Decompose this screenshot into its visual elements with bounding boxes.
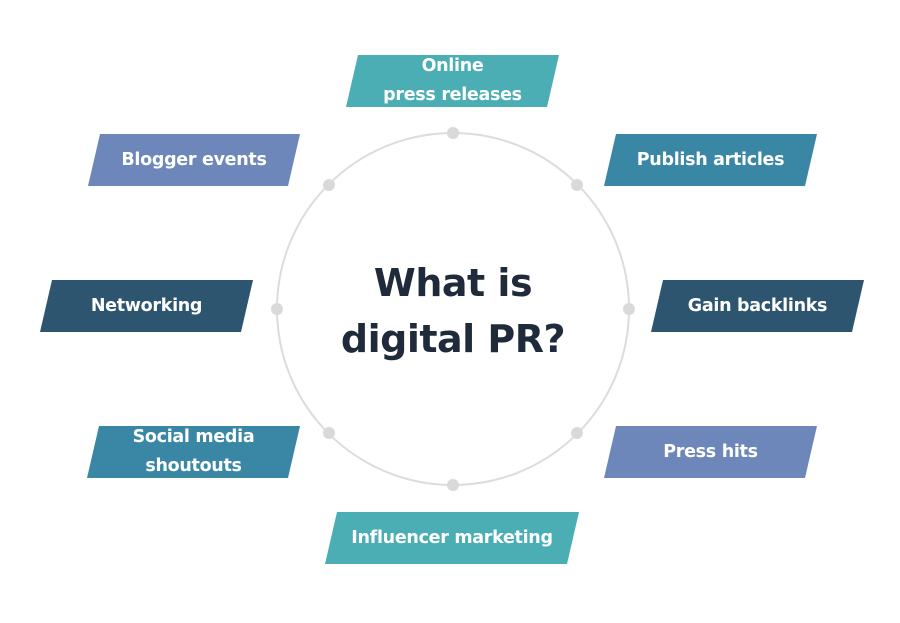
node-label-line2: press releases <box>383 85 522 105</box>
ring-dot-top <box>447 127 459 139</box>
center-title: What is digital PR? <box>300 255 606 367</box>
ring-dot-bottom-left <box>323 427 335 439</box>
node-label: Influencer marketing <box>351 527 553 548</box>
node-press-hits: Press hits <box>604 426 817 478</box>
ring-dot-top-left <box>323 179 335 191</box>
node-blogger-events: Blogger events <box>88 134 300 186</box>
node-label: Press hits <box>663 441 758 462</box>
node-label-line2: shoutouts <box>145 456 242 476</box>
center-title-line1: What is <box>373 261 533 305</box>
node-social-media-shoutouts: Social media shoutouts <box>87 426 300 478</box>
node-label: Networking <box>90 295 203 316</box>
ring-dot-bottom-right <box>571 427 583 439</box>
node-label-line1: Online <box>421 56 484 76</box>
node-publish-articles: Publish articles <box>604 134 817 186</box>
ring-dot-left <box>271 303 283 315</box>
ring-dot-right <box>623 303 635 315</box>
center-title-line2: digital PR? <box>340 317 566 361</box>
node-label: Gain backlinks <box>687 295 828 316</box>
node-networking: Networking <box>40 280 253 332</box>
node-label: Blogger events <box>121 149 267 170</box>
ring-dot-top-right <box>571 179 583 191</box>
node-label: Publish articles <box>636 149 785 170</box>
node-label-line1: Social media <box>132 427 255 447</box>
node-gain-backlinks: Gain backlinks <box>651 280 864 332</box>
node-influencer-marketing: Influencer marketing <box>325 512 579 564</box>
node-online-press-releases: Online press releases <box>346 55 559 107</box>
ring-dot-bottom <box>447 479 459 491</box>
